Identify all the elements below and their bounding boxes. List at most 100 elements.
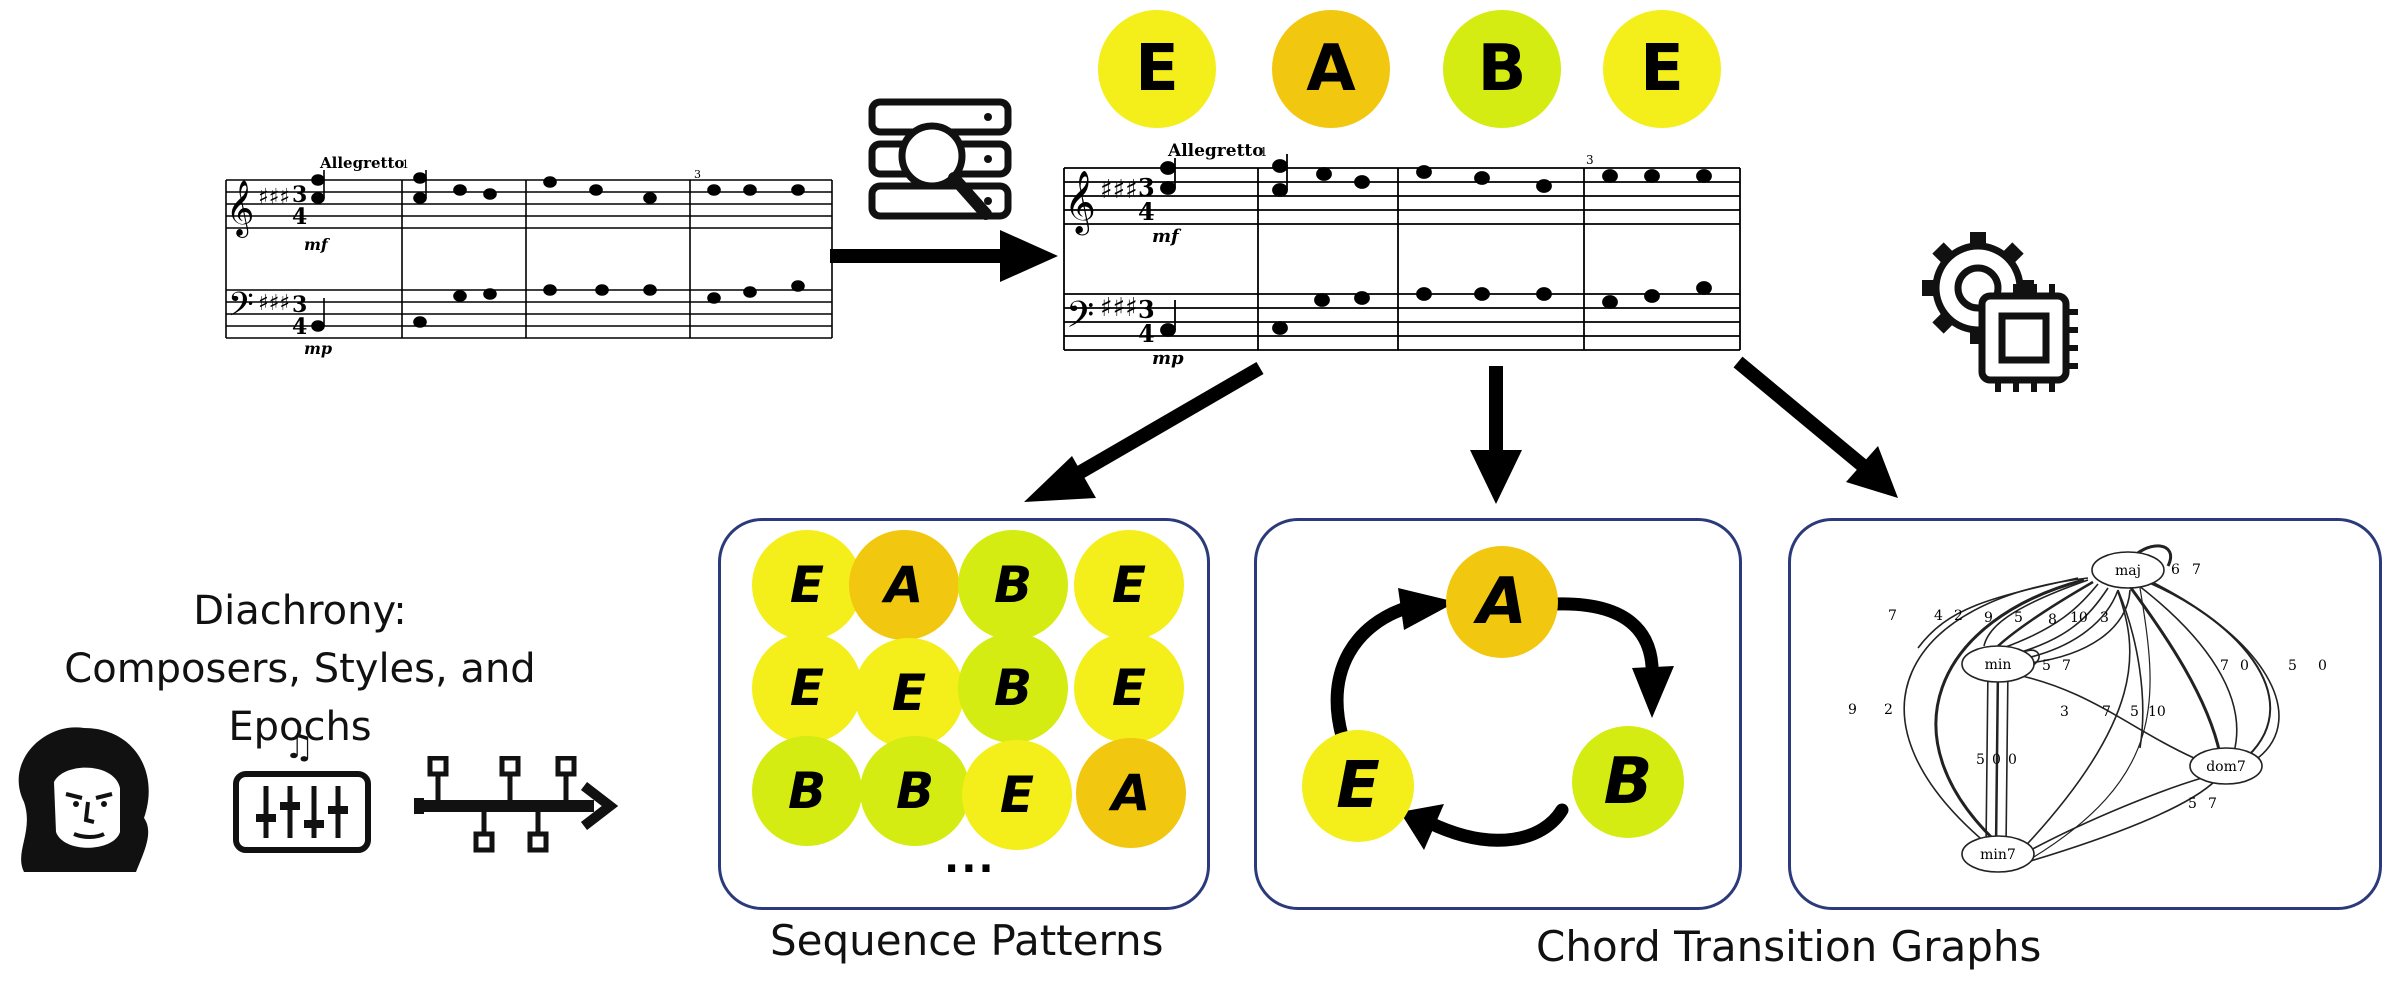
dynamic-mf: mf [1152,226,1182,247]
diachrony-title: Diachrony: Composers, Styles, and Epochs [0,582,600,756]
seq-chord: A [1076,738,1186,848]
top-chord-a: A [1272,10,1390,128]
arrow-down-right [1733,356,1898,498]
edge-label: 9 [1984,610,1993,626]
music-mixer-icon: ♫ [233,727,371,853]
edge-label: 5 [2188,796,2197,812]
tempo-marking: Allegretto [1167,141,1264,161]
arrow-down-left [1024,361,1264,502]
edge-label: 7 [2208,796,2217,812]
edge-label: 5 [2014,610,2023,626]
edge-label: 10 [2148,704,2166,720]
treble-clef: 𝄞 [226,180,254,238]
seq-chord: E [1074,633,1184,743]
seq-chord: B [958,530,1068,640]
edge-label: 5 [2042,658,2051,674]
seq-chord: B [958,633,1068,743]
seq-chord: A [849,530,959,640]
gear-chip-icon [1922,232,2078,392]
edge-label: 5 [1976,752,1985,768]
svg-text:𝄢: 𝄢 [1066,294,1094,345]
edge-label: 10 [2070,610,2088,626]
edge-label: 8 [2048,612,2057,628]
edge-label: 3 [2100,610,2109,626]
edge-label: 4 [1934,608,1943,624]
edge-label: 7 [1888,608,1897,624]
graph-node-label: min7 [1980,847,2016,863]
seq-chord: B [860,736,970,846]
graph-node-label: min [1985,657,2012,673]
edge-label: 7 [2220,658,2229,674]
edge-label: 7 [2192,562,2201,578]
edge-label: 5 [2130,704,2139,720]
edge-label: 6 [2171,562,2180,578]
svg-text:3: 3 [1138,295,1155,324]
edge-label: 3 [2060,704,2069,720]
edge-label: 0 [2240,658,2249,674]
svg-text:4: 4 [1138,197,1155,226]
seq-chord: E [854,638,964,748]
dynamic-mf: mf [304,235,331,254]
seq-chord: B [752,736,862,846]
timeline-icon [414,756,619,853]
top-chord-e2: E [1603,10,1721,128]
top-chord-e1: E [1098,10,1216,128]
svg-text:3: 3 [292,292,307,318]
sequence-patterns-caption: Sequence Patterns [770,916,1164,965]
svg-text:𝄞: 𝄞 [1064,170,1096,236]
top-chord-b: B [1443,10,1561,128]
source-score: 𝄞 𝄢 ♯♯♯♯♯♯ 34 34 Allegretto mf mp 1 3 [225,154,833,358]
annotated-score: 𝄞 𝄢 ♯♯♯♯♯♯ 34 34 Allegretto mf mp 1 3 [1063,141,1741,369]
edge-label: 9 [1848,702,1857,718]
arrowhead [1400,804,1444,850]
arrow-right [830,230,1058,282]
graph-node-min [1961,645,2035,683]
ellipsis: ... [944,836,996,882]
measure-number: 1 [402,158,409,171]
music-note-icon: ♫ [284,727,314,767]
edge-label: 0 [1992,752,2001,768]
cycle-node-a: A [1446,546,1558,658]
svg-text:♯♯♯: ♯♯♯ [1100,293,1138,323]
edge-label: 0 [2318,658,2327,674]
svg-text:4: 4 [292,204,307,230]
svg-text:♯♯♯: ♯♯♯ [1100,175,1138,205]
edge-label: 7 [2102,704,2111,720]
seq-chord: E [752,530,862,640]
graph-node-dom7 [2189,747,2263,785]
measure-number: 3 [694,168,701,181]
bass-clef: 𝄢 [228,286,254,332]
arrowhead [1632,666,1674,718]
svg-text:4: 4 [1138,319,1155,348]
seq-chord: E [962,740,1072,850]
graph-node-label: maj [2115,563,2141,579]
svg-text:3: 3 [292,182,307,208]
svg-text:♯♯♯: ♯♯♯ [258,291,290,316]
svg-text:3: 3 [1138,173,1155,202]
svg-text:♯♯♯: ♯♯♯ [258,185,290,210]
server-search-icon [868,98,1012,220]
seq-chord: E [752,633,862,743]
arrowhead [1398,588,1456,630]
cycle-arrows [1330,588,1674,850]
measure-number: 3 [1586,153,1594,167]
chord-transition-caption: Chord Transition Graphs [1536,922,2042,971]
graph-node-label: dom7 [2206,759,2246,775]
graph-node-maj [2091,551,2165,589]
cycle-node-e: E [1302,730,1414,842]
edge-label: 0 [2008,752,2017,768]
arrow-down [1470,366,1522,504]
edge-label: 2 [1954,608,1963,624]
transition-graph-panel [1788,518,2382,910]
edge-label: 2 [1884,702,1893,718]
measure-number: 1 [1260,145,1268,159]
edge-label: 7 [2062,658,2071,674]
diachrony-line1: Diachrony: [193,588,407,634]
svg-text:4: 4 [292,314,307,340]
edge-label: 5 [2288,658,2297,674]
transition-graph: maj min dom7 min7 7 4 2 9 5 8 10 3 5 7 6… [1848,544,2327,873]
diachrony-line2: Composers, Styles, and Epochs [64,646,536,750]
beethoven-portrait-icon [18,727,149,872]
seq-chord: E [1074,530,1184,640]
tempo-marking: Allegretto [319,154,404,172]
